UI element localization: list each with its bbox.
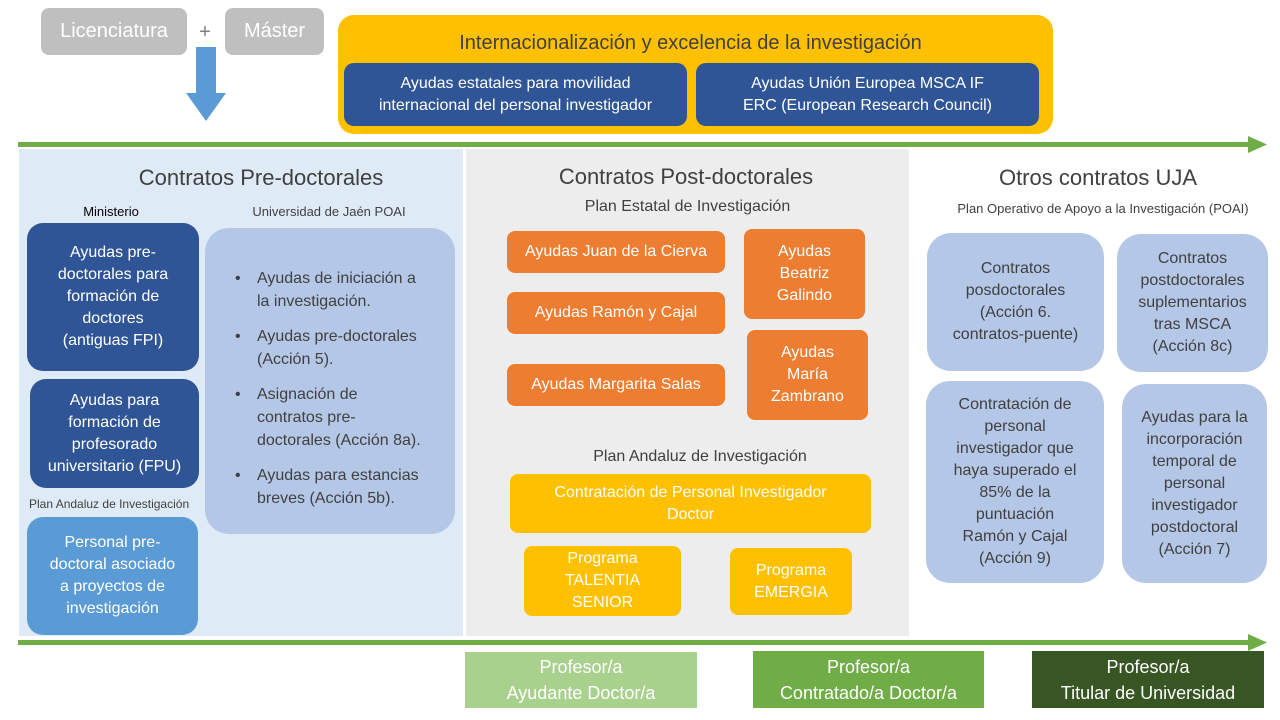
green-right-arrow-icon: [18, 136, 1267, 153]
plan-estatal-label: Plan Estatal de Investigación: [584, 198, 791, 215]
beatriz-galindo-box: Ayudas Beatriz Galindo: [744, 229, 865, 319]
movilidad-line1: Ayudas estatales para movilidad: [400, 74, 631, 92]
msca-suplementarios-box: Contratos postdoctorales suplementarios …: [1117, 234, 1268, 372]
movilidad-box: Ayudas estatales para movilidad internac…: [344, 63, 687, 126]
profesor-ayudante-box: Profesor/a Ayudante Doctor/a: [465, 652, 697, 708]
green-right-arrow-icon: [18, 634, 1267, 651]
licenciatura-label: Licenciatura: [60, 20, 168, 42]
fpu-box: Ayudas para formación de profesorado uni…: [30, 379, 199, 488]
juan-de-la-cierva-box: Ayudas Juan de la Cierva: [507, 231, 725, 273]
list-item: Ayudas para estancias breves (Acción 5b)…: [235, 464, 445, 510]
postdoc-title: Contratos Post-doctorales: [466, 164, 906, 194]
ministerio-label: Ministerio: [83, 204, 139, 219]
ramon-y-cajal-85-box: Contratación de personal investigador qu…: [926, 381, 1104, 583]
profesor-titular-box: Profesor/a Titular de Universidad: [1032, 651, 1264, 708]
uja-poai-box: Ayudas de iniciación a la investigación.…: [205, 228, 455, 534]
contratacion-doctor-box: Contratación de Personal Investigador Do…: [510, 474, 871, 533]
internacionalizacion-title-text: Internacionalización y excelencia de la …: [459, 31, 922, 54]
profesor-contratado-box: Profesor/a Contratado/a Doctor/a: [753, 651, 984, 708]
postdoc-title-text: Contratos Post-doctorales: [558, 164, 814, 189]
ue-msca-line2: ERC (European Research Council): [743, 96, 992, 114]
posdoctorales-box: Contratos posdoctorales (Acción 6. contr…: [927, 233, 1104, 371]
plus-label: +: [199, 20, 211, 43]
list-item: Ayudas de iniciación a la investigación.: [235, 267, 445, 313]
master-box: Máster: [225, 8, 324, 55]
otros-title: Otros contratos UJA: [913, 165, 1280, 195]
movilidad-line2: internacional del personal investigador: [378, 96, 653, 114]
incorporacion-temporal-box: Ayudas para la incorporación temporal de…: [1122, 384, 1267, 583]
uja-poai-list: Ayudas de iniciación a la investigación.…: [235, 267, 445, 510]
internacionalizacion-title: Internacionalización y excelencia de la …: [338, 28, 1043, 58]
maria-zambrano-box: Ayudas María Zambrano: [747, 330, 868, 420]
licenciatura-box: Licenciatura: [41, 8, 187, 55]
margarita-salas-box: Ayudas Margarita Salas: [507, 364, 725, 406]
fpi-box: Ayudas pre- doctorales para formación de…: [27, 223, 199, 371]
otros-title-text: Otros contratos UJA: [998, 165, 1198, 190]
talentia-senior-box: Programa TALENTIA SENIOR: [524, 546, 681, 616]
personal-predoc-box: Personal pre- doctoral asociado a proyec…: [27, 517, 198, 635]
master-label: Máster: [243, 20, 306, 42]
list-item: Ayudas pre-doctorales (Acción 5).: [235, 325, 445, 371]
predoc-title: Contratos Pre-doctorales: [19, 165, 503, 195]
list-item: Asignación de contratos pre- doctorales …: [235, 383, 445, 452]
predoc-title-text: Contratos Pre-doctorales: [138, 165, 384, 190]
poai-label: Plan Operativo de Apoyo a la Investigaci…: [957, 201, 1249, 216]
ue-msca-line1: Ayudas Unión Europea MSCA IF: [751, 74, 984, 92]
emergia-box: Programa EMERGIA: [730, 548, 852, 615]
predoc-andaluz-label: Plan Andaluz de Investigación: [29, 497, 190, 511]
plus-sign: +: [193, 18, 217, 46]
ramon-y-cajal-box: Ayudas Ramón y Cajal: [507, 292, 725, 334]
plan-andaluz-label: Plan Andaluz de Investigación: [593, 448, 807, 465]
ue-msca-box: Ayudas Unión Europea MSCA IF ERC (Europe…: [696, 63, 1039, 126]
blue-down-arrow-icon: [186, 47, 226, 121]
uja-poai-label: Universidad de Jaén POAI: [252, 204, 406, 219]
